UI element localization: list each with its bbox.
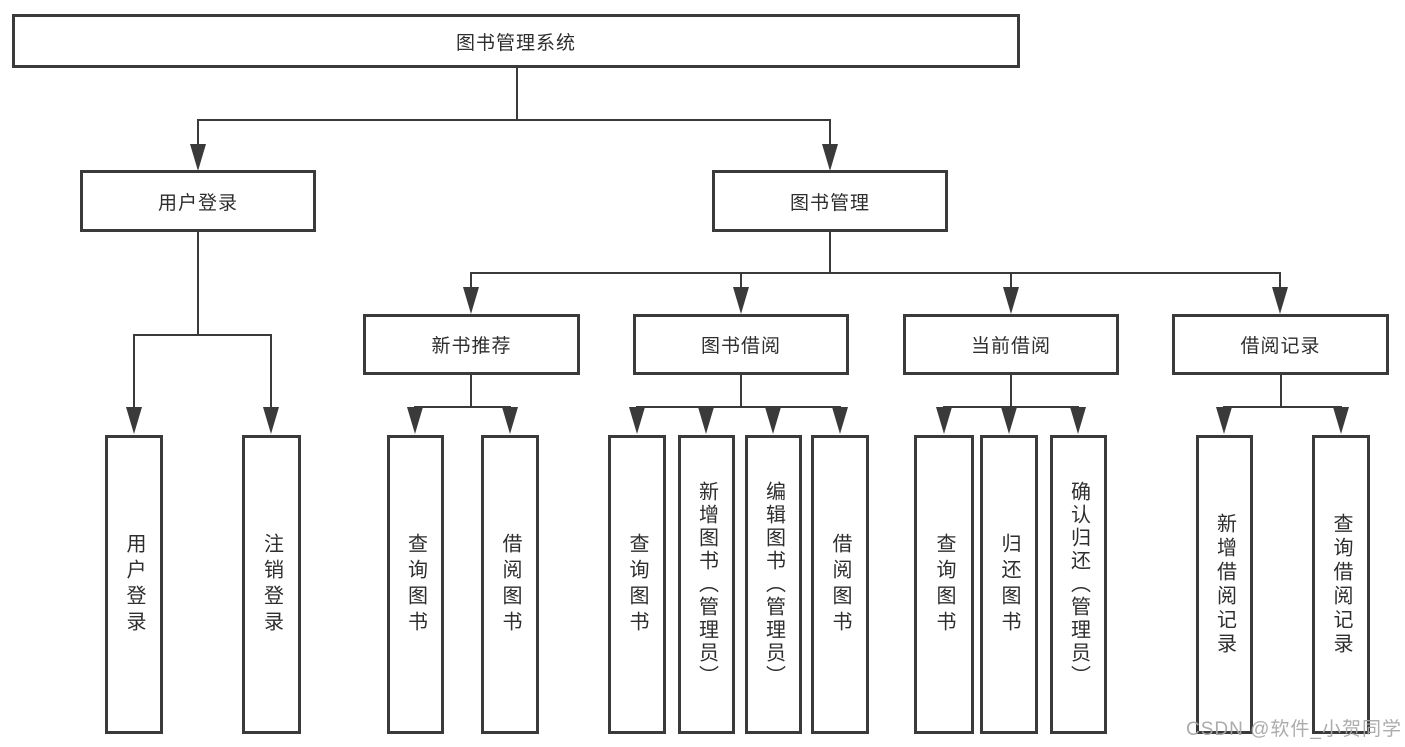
connector-to-current-borrowing	[1010, 272, 1012, 294]
connector-root-stub	[516, 68, 518, 121]
node-leaf-bb-borrow-books: 借阅图书	[811, 435, 869, 734]
node-library-system: 图书管理系统	[12, 14, 1020, 68]
connector-user-login-hline	[133, 334, 272, 336]
connector-new-books-hline	[415, 406, 511, 408]
connector-book-borrowing-stub	[740, 375, 742, 408]
arrowhead-leaf-logout	[263, 407, 279, 434]
connector-borrowing-records-hline	[1223, 406, 1342, 408]
arrowhead-new-books	[463, 287, 479, 314]
node-leaf-cb-return-books: 归还图书	[980, 435, 1038, 734]
node-library-system-label: 图书管理系统	[455, 32, 576, 54]
arrowhead-cb-leaf1	[936, 407, 952, 434]
connector-to-book-mgmt	[829, 119, 831, 151]
node-borrowing-records-label: 借阅记录	[1240, 336, 1321, 357]
arrowhead-bb-leaf3	[765, 407, 781, 434]
connector-current-borrowing-stub	[1010, 375, 1012, 408]
arrowhead-br-leaf2	[1333, 407, 1349, 434]
node-new-book-recommend: 新书推荐	[363, 314, 580, 375]
node-user-login: 用户登录	[80, 170, 316, 232]
connector-to-leaf-logout	[270, 334, 272, 412]
connector-to-new-books	[470, 272, 472, 294]
node-leaf-bb-edit-books-admin-label: 编辑图书（管理员）	[762, 481, 785, 688]
node-leaf-cb-return-books-label: 归还图书	[998, 532, 1020, 637]
connector-book-mgmt-hline	[470, 272, 1281, 274]
arrowhead-current-borrowing	[1003, 287, 1019, 314]
arrowhead-book-borrowing	[733, 287, 749, 314]
node-leaf-br-query-record-label: 查询借阅记录	[1330, 512, 1352, 657]
connector-borrowing-records-stub	[1280, 375, 1282, 408]
connector-book-borrowing-hline	[636, 406, 841, 408]
node-leaf-logout-label: 注销登录	[260, 532, 283, 637]
connector-user-login-stub	[197, 232, 199, 336]
node-leaf-nb-borrow-books: 借阅图书	[481, 435, 539, 734]
node-leaf-bb-query-books-label: 查询图书	[626, 532, 648, 637]
node-leaf-nb-query-books-label: 查询图书	[404, 532, 427, 637]
node-current-borrowing-label: 当前借阅	[970, 336, 1051, 357]
node-leaf-user-login: 用户登录	[105, 435, 163, 734]
node-borrowing-records: 借阅记录	[1172, 314, 1389, 375]
node-leaf-cb-confirm-return-admin: 确认归还（管理员）	[1050, 435, 1107, 734]
arrowhead-nb-leaf1	[407, 407, 423, 434]
arrowhead-cb-leaf3	[1070, 407, 1086, 434]
arrowhead-user-login	[190, 144, 206, 171]
node-book-management-label: 图书管理	[789, 192, 870, 214]
node-leaf-cb-confirm-return-admin-label: 确认归还（管理员）	[1067, 481, 1090, 688]
arrowhead-borrowing-records	[1272, 287, 1288, 314]
arrowhead-bb-leaf1	[629, 407, 645, 434]
arrowhead-nb-leaf2	[502, 407, 518, 434]
arrowhead-bb-leaf4	[832, 407, 848, 434]
node-leaf-cb-query-books-label: 查询图书	[933, 532, 955, 637]
node-leaf-bb-add-books-admin-label: 新增图书（管理员）	[695, 481, 718, 688]
node-leaf-br-add-record-label: 新增借阅记录	[1213, 512, 1236, 657]
node-current-borrowing: 当前借阅	[903, 314, 1119, 375]
node-leaf-br-query-record: 查询借阅记录	[1312, 435, 1370, 734]
node-book-borrowing: 图书借阅	[633, 314, 849, 375]
node-leaf-bb-borrow-books-label: 借阅图书	[829, 532, 851, 637]
node-leaf-user-login-label: 用户登录	[123, 532, 145, 637]
arrowhead-bb-leaf2	[698, 407, 714, 434]
node-leaf-br-add-record: 新增借阅记录	[1196, 435, 1253, 734]
node-leaf-bb-add-books-admin: 新增图书（管理员）	[678, 435, 735, 734]
arrowhead-leaf-user-login	[126, 407, 142, 434]
node-book-borrowing-label: 图书借阅	[700, 336, 781, 357]
node-leaf-nb-query-books: 查询图书	[387, 435, 444, 734]
connector-to-user-login	[197, 119, 199, 151]
node-user-login-label: 用户登录	[157, 192, 238, 214]
node-leaf-logout: 注销登录	[242, 435, 301, 734]
node-book-management: 图书管理	[712, 170, 948, 232]
connector-to-book-borrowing	[740, 272, 742, 294]
node-leaf-bb-edit-books-admin: 编辑图书（管理员）	[745, 435, 802, 734]
node-leaf-nb-borrow-books-label: 借阅图书	[499, 532, 521, 637]
node-leaf-cb-query-books: 查询图书	[914, 435, 974, 734]
arrowhead-br-leaf1	[1216, 407, 1232, 434]
connector-new-books-stub	[470, 375, 472, 408]
connector-to-borrowing-records	[1279, 272, 1281, 294]
csdn-watermark: CSDN @软件_小贺同学	[1186, 719, 1402, 740]
connector-root-hline	[197, 119, 831, 121]
arrowhead-cb-leaf2	[1001, 407, 1017, 434]
arrowhead-book-mgmt	[822, 144, 838, 171]
node-leaf-bb-query-books: 查询图书	[608, 435, 666, 734]
node-new-book-recommend-label: 新书推荐	[431, 336, 512, 357]
connector-book-mgmt-stub	[829, 232, 831, 274]
connector-to-leaf-user-login	[133, 334, 135, 412]
